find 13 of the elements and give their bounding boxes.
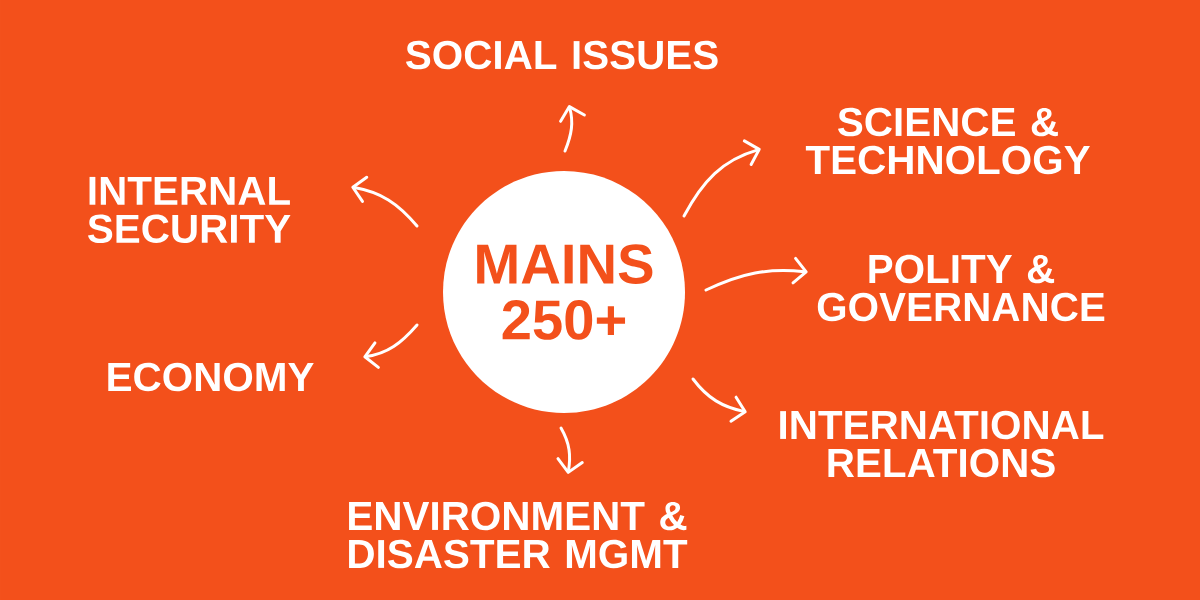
curved-arrow: [351, 175, 419, 228]
topic-label: ECONOMY: [108, 362, 314, 392]
topic-label: INTERNATIONAL RELATIONS: [780, 410, 1104, 478]
topic-label: INTERNAL SECURITY: [88, 176, 291, 244]
topic-label: SCIENCE & TECHNOLOGY: [805, 107, 1090, 175]
curved-arrow: [559, 105, 586, 153]
topic-label: POLITY & GOVERNANCE: [817, 254, 1105, 322]
curved-arrow: [363, 323, 419, 369]
curved-arrow: [691, 377, 747, 423]
curved-arrow: [704, 256, 808, 292]
topic-label: SOCIAL ISSUES: [405, 40, 718, 70]
topic-label: ENVIRONMENT & DISASTER MGMT: [349, 501, 688, 569]
curved-arrow: [682, 139, 761, 218]
